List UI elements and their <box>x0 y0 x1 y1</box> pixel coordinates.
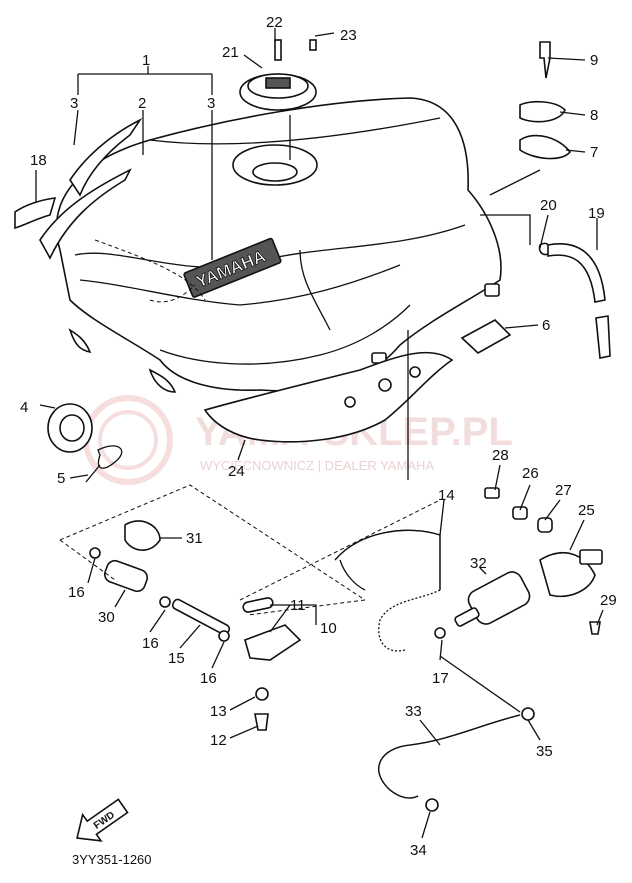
callout-19: 19 <box>588 205 605 222</box>
fuel-cap <box>239 39 317 111</box>
callout-26: 26 <box>522 465 539 482</box>
callout-22: 22 <box>266 14 283 31</box>
callout-17: 17 <box>432 670 449 687</box>
fuel-tank: YAMAHA <box>55 97 502 393</box>
fuel-pump <box>434 487 603 639</box>
dampers <box>460 41 611 359</box>
fuel-gauge-unit <box>47 403 123 483</box>
callout-30: 30 <box>98 609 115 626</box>
callout-1: 1 <box>142 52 150 69</box>
callout-7: 7 <box>590 144 598 161</box>
callout-16b: 16 <box>142 635 159 652</box>
callout-6: 6 <box>542 317 550 334</box>
callout-34: 34 <box>410 842 427 859</box>
callout-28: 28 <box>492 447 509 464</box>
callout-12: 12 <box>210 732 227 749</box>
callout-3b: 3 <box>207 95 215 112</box>
callout-16a: 16 <box>68 584 85 601</box>
callout-9: 9 <box>590 52 598 69</box>
fuel-hose <box>334 529 441 652</box>
callout-16c: 16 <box>200 670 217 687</box>
callout-11: 11 <box>290 597 306 614</box>
callout-13: 13 <box>210 703 227 720</box>
callout-29: 29 <box>600 592 617 609</box>
callout-3a: 3 <box>70 95 78 112</box>
callout-2: 2 <box>138 95 146 112</box>
heat-shield <box>203 351 454 443</box>
breather-hose <box>378 707 535 812</box>
fuel-cock <box>242 597 302 731</box>
callout-8: 8 <box>590 107 598 124</box>
callout-10: 10 <box>320 620 337 637</box>
knee-pads <box>14 117 143 260</box>
callout-21: 21 <box>222 44 239 61</box>
callout-27: 27 <box>555 482 572 499</box>
part-code: 3YY351-1260 <box>72 852 152 867</box>
callout-4: 4 <box>20 399 28 416</box>
leader-lines <box>35 28 604 839</box>
callout-labels: 1 2 3 3 4 5 6 7 8 9 10 11 12 13 14 15 16… <box>20 14 617 859</box>
watermark-tagline: WYCIECNOWNICZ | DEALER YAMAHA <box>200 458 434 473</box>
callout-24: 24 <box>228 463 245 480</box>
callout-31: 31 <box>186 530 203 547</box>
callout-32: 32 <box>470 555 487 572</box>
callout-33: 33 <box>405 703 422 720</box>
callout-20: 20 <box>540 197 557 214</box>
callout-14: 14 <box>438 487 455 504</box>
assembly-boundaries <box>59 239 441 616</box>
callout-23: 23 <box>340 27 357 44</box>
callout-15: 15 <box>168 650 185 667</box>
forward-arrow: FWD <box>76 798 129 842</box>
callout-35: 35 <box>536 743 553 760</box>
callout-18: 18 <box>30 152 47 169</box>
callout-5: 5 <box>57 470 65 487</box>
callout-25: 25 <box>578 502 595 519</box>
